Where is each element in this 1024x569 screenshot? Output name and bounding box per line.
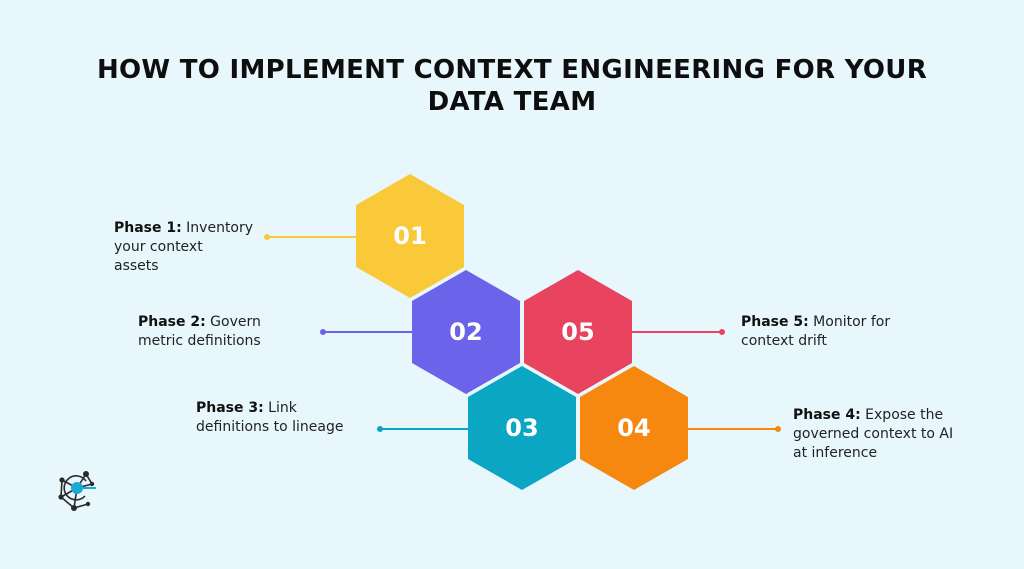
phase-1-label: Phase 1: Inventory your context assets bbox=[114, 219, 264, 276]
connector-dot-phase-1 bbox=[264, 234, 270, 240]
phase-4-line-2: governed context to AI bbox=[793, 426, 954, 442]
hexagon-number: 04 bbox=[617, 414, 651, 442]
hexagon-phase-5: 05 bbox=[524, 270, 632, 394]
hexagon-phase-4: 04 bbox=[580, 366, 688, 490]
phase-1-line-1: Inventory bbox=[186, 220, 254, 236]
phase-1-line-3: assets bbox=[114, 258, 159, 274]
connector-dot-phase-4 bbox=[775, 426, 781, 432]
phase-3-line-1: Link bbox=[268, 400, 297, 416]
hexagon-number: 03 bbox=[505, 414, 539, 442]
phase-3-line-2: definitions to lineage bbox=[196, 419, 344, 435]
page-title: HOW TO IMPLEMENT CONTEXT ENGINEERING FOR… bbox=[0, 54, 1024, 118]
phase-2-line-1: Govern bbox=[210, 314, 261, 330]
title-line-1: HOW TO IMPLEMENT CONTEXT ENGINEERING FOR… bbox=[96, 55, 928, 85]
network-logo-icon bbox=[52, 466, 102, 516]
phase-2-label: Phase 2: Govern metric definitions bbox=[138, 313, 318, 351]
hexagon-number: 05 bbox=[561, 318, 595, 346]
phase-4-line-3: at inference bbox=[793, 445, 878, 461]
connector-dot-phase-3 bbox=[377, 426, 383, 432]
connector-phase-1 bbox=[268, 236, 358, 238]
phase-2-title: Phase 2: bbox=[138, 314, 206, 330]
connector-phase-4 bbox=[686, 428, 778, 430]
connector-dot-phase-5 bbox=[719, 329, 725, 335]
phase-1-line-2: your context bbox=[114, 239, 203, 255]
phase-5-line-1: Monitor for bbox=[813, 314, 891, 330]
phase-1-title: Phase 1: bbox=[114, 220, 182, 236]
phase-4-line-1: Expose the bbox=[865, 407, 944, 423]
phase-5-label: Phase 5: Monitor for context drift bbox=[741, 313, 941, 351]
title-line-2: DATA TEAM bbox=[427, 87, 597, 117]
hexagon-phase-1: 01 bbox=[356, 174, 464, 298]
connector-phase-3 bbox=[381, 428, 470, 430]
hexagon-number: 01 bbox=[393, 222, 427, 250]
phase-3-title: Phase 3: bbox=[196, 400, 264, 416]
connector-phase-2 bbox=[324, 331, 414, 333]
phase-4-title: Phase 4: bbox=[793, 407, 861, 423]
hexagon-number: 02 bbox=[449, 318, 483, 346]
phase-5-title: Phase 5: bbox=[741, 314, 809, 330]
connector-dot-phase-2 bbox=[320, 329, 326, 335]
hexagon-phase-2: 02 bbox=[412, 270, 520, 394]
phase-5-line-2: context drift bbox=[741, 333, 827, 349]
hexagon-phase-3: 03 bbox=[468, 366, 576, 490]
phase-2-line-2: metric definitions bbox=[138, 333, 261, 349]
phase-3-label: Phase 3: Link definitions to lineage bbox=[196, 399, 376, 437]
connector-phase-5 bbox=[630, 331, 722, 333]
phase-4-label: Phase 4: Expose the governed context to … bbox=[793, 406, 998, 463]
